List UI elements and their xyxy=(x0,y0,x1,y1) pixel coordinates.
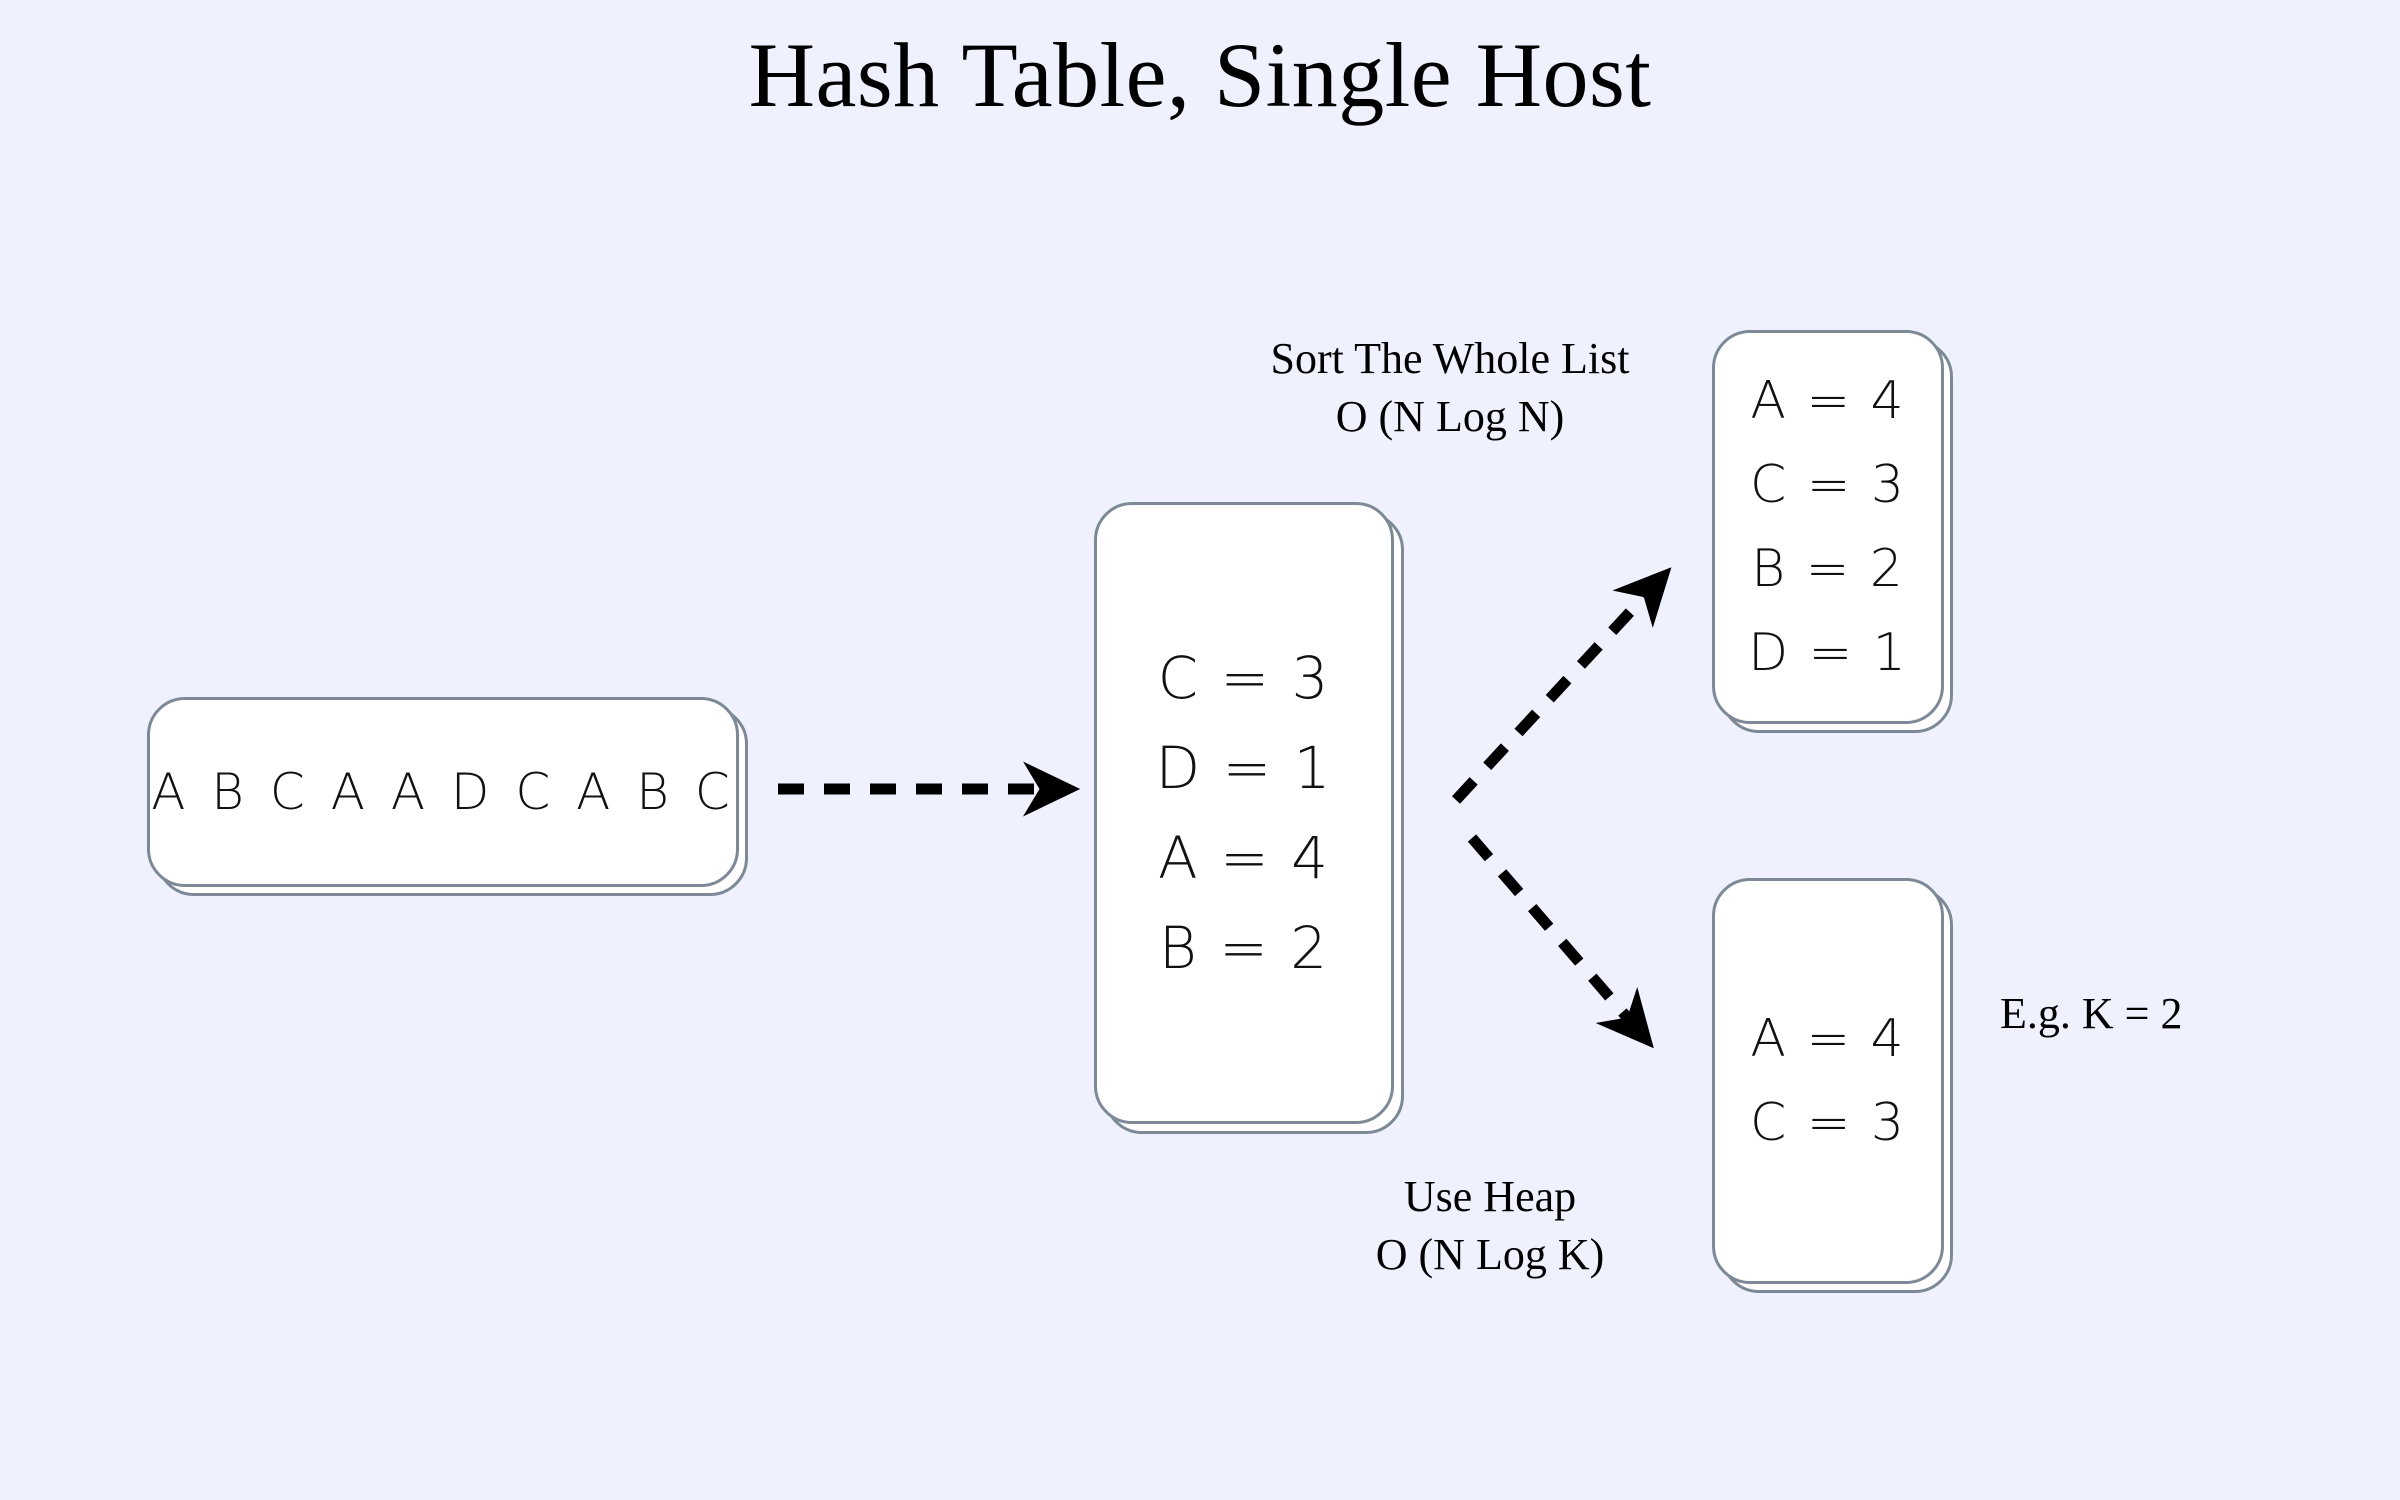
sorted-entry-2: B = 2 xyxy=(1751,539,1905,599)
sorted-result-box[interactable]: A = 4 C = 3 B = 2 D = 1 xyxy=(1712,330,1944,724)
sort-branch-label: Sort The Whole List O (N Log N) xyxy=(1180,330,1720,446)
hash-to-heap-arrow xyxy=(1467,834,1654,1049)
hash-to-sorted-arrow xyxy=(1451,567,1672,804)
heap-branch-line1: Use Heap xyxy=(1403,1172,1577,1221)
page-title: Hash Table, Single Host xyxy=(748,24,1652,126)
sorted-entry-0: A = 4 xyxy=(1750,371,1906,431)
sorted-entry-1: C = 3 xyxy=(1749,455,1907,515)
hash-table-box[interactable]: C = 3 D = 1 A = 4 B = 2 xyxy=(1094,502,1394,1124)
hash-entry-1: D = 1 xyxy=(1155,734,1333,802)
k-note-label: E.g. K = 2 xyxy=(2000,989,2183,1038)
heap-result-box[interactable]: A = 4 C = 3 xyxy=(1712,878,1944,1284)
sorted-entry-3: D = 1 xyxy=(1748,623,1908,683)
hash-entry-3: B = 2 xyxy=(1158,914,1330,982)
hash-entry-0: C = 3 xyxy=(1157,644,1331,712)
heap-entry-1: C = 3 xyxy=(1749,1093,1907,1153)
input-stream-box[interactable]: A B C A A D C A B C xyxy=(147,697,739,887)
heap-branch-line2: O (N Log K) xyxy=(1375,1230,1605,1279)
heap-branch-label: Use Heap O (N Log K) xyxy=(1270,1168,1710,1284)
sort-branch-line2: O (N Log N) xyxy=(1335,392,1565,441)
heap-entry-0: A = 4 xyxy=(1750,1009,1906,1069)
hash-entry-2: A = 4 xyxy=(1157,824,1331,892)
input-stream-text: A B C A A D C A B C xyxy=(151,763,735,821)
sort-branch-line1: Sort The Whole List xyxy=(1270,334,1630,383)
